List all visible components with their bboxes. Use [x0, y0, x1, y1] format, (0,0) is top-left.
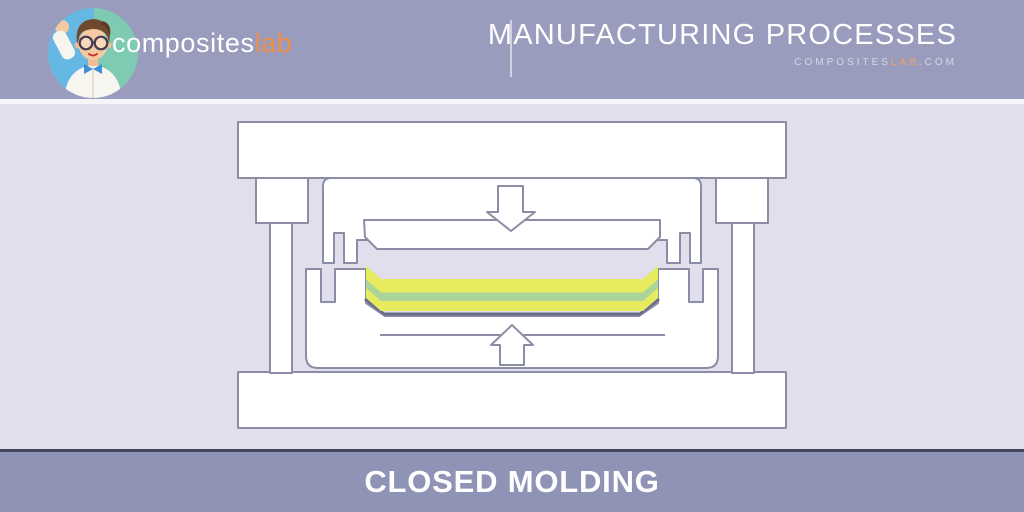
compression-molding-diagram [237, 121, 787, 429]
press-top-plate [237, 121, 787, 179]
press-base-plate [237, 371, 787, 429]
header-divider [510, 20, 512, 77]
left-support-rod [269, 221, 293, 374]
footer-bar: CLOSED MOLDING [0, 449, 1024, 512]
brand-wordmark: compositeslab [112, 28, 292, 59]
website-url: COMPOSITESLAB.COM [794, 57, 957, 68]
down-arrow-icon [486, 185, 536, 232]
brand-name-accent: lab [254, 28, 293, 58]
website-prefix: COMPOSITES [794, 57, 891, 68]
lower-mold [305, 268, 719, 369]
avatar-icon [48, 8, 138, 98]
up-arrow-icon [490, 324, 534, 366]
process-title: CLOSED MOLDING [364, 464, 660, 499]
website-suffix: .COM [918, 57, 957, 68]
left-column-block [255, 177, 309, 224]
header-title: MANUFACTURING PROCESSES [487, 19, 957, 51]
mold-surface-line [364, 297, 660, 316]
laminate-layer-middle-green [366, 279, 658, 301]
right-support-rod [731, 221, 755, 374]
laminate-layer-top-yellow [366, 266, 658, 293]
diagram-area [0, 104, 1024, 449]
header-bar: compositeslab MANUFACTURING PROCESSES CO… [0, 0, 1024, 104]
laminate-layer-bottom-yellow [366, 288, 658, 311]
right-column-block [715, 177, 769, 224]
website-accent: LAB [890, 57, 919, 68]
upper-mold [363, 219, 661, 250]
brand-logo-avatar [48, 8, 138, 98]
brand-name-light: composites [112, 28, 255, 58]
